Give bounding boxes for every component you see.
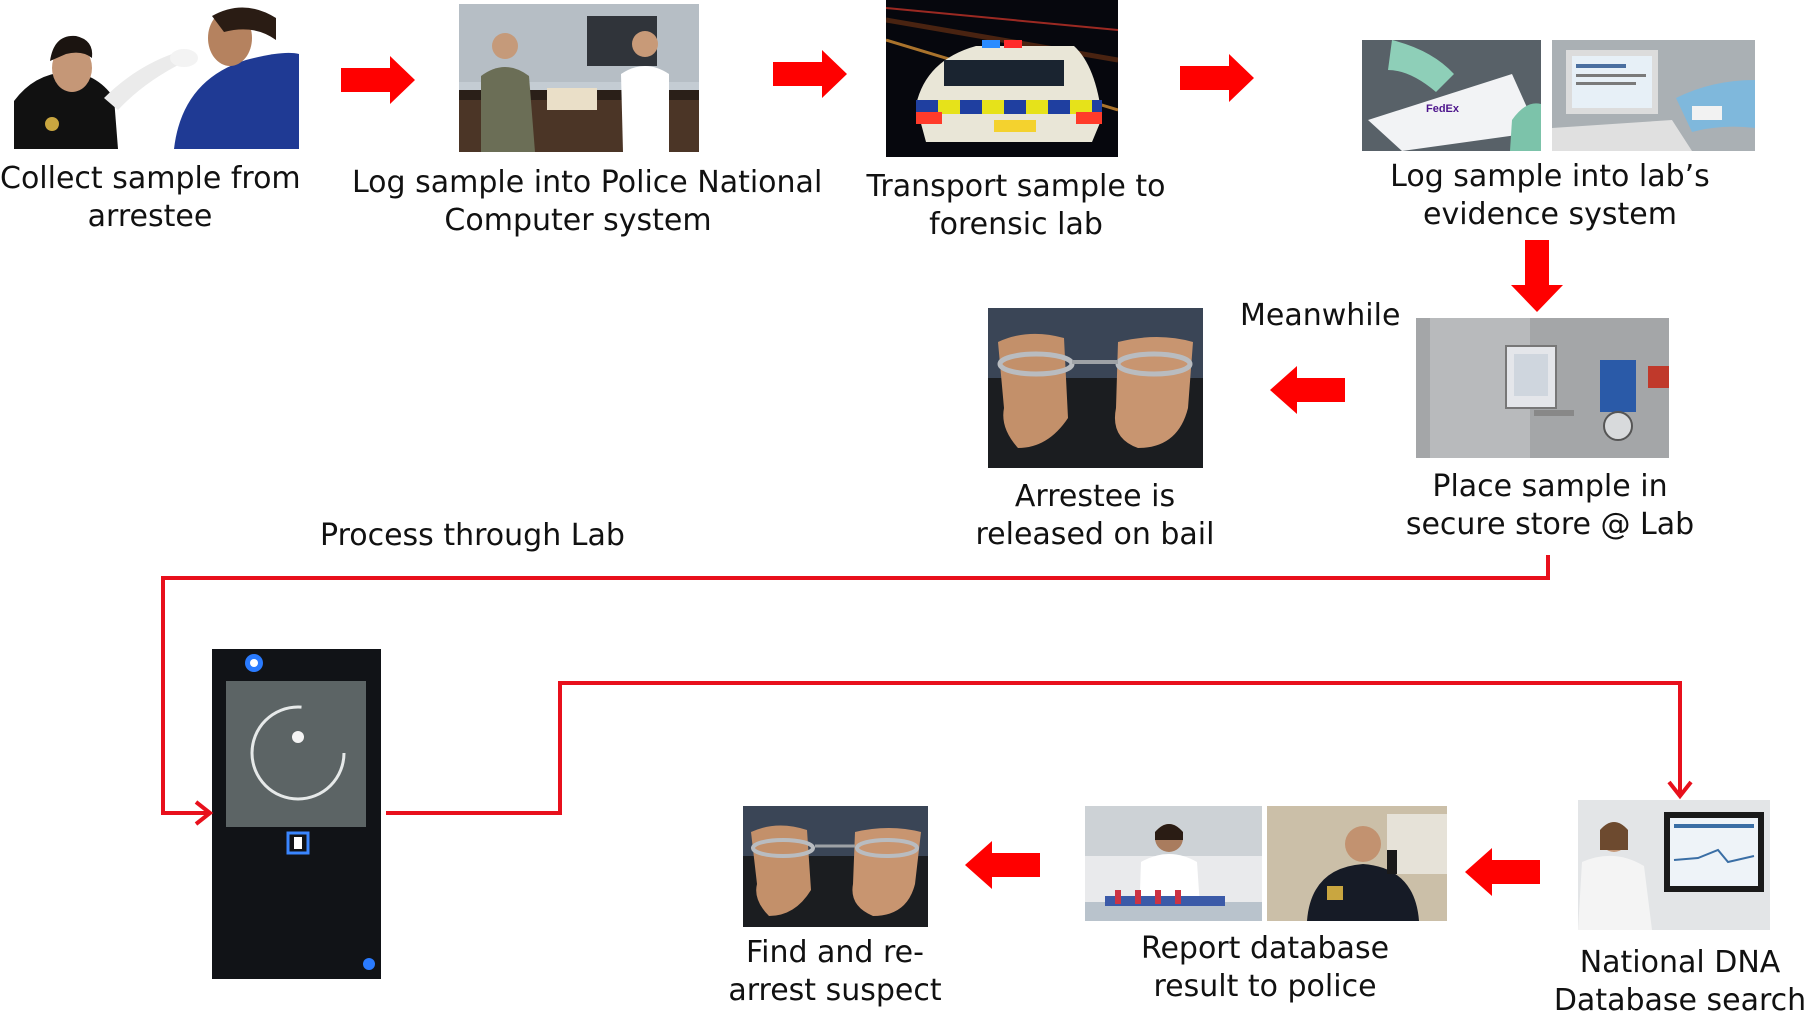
- connector-process-through-lab: [161, 555, 1550, 815]
- caption-bail-line1: Arrestee is: [1014, 479, 1176, 514]
- photo-handcuffs-bail: [988, 308, 1203, 468]
- arrow-right-2: [773, 50, 847, 98]
- caption-transport-line1: Transport sample to: [866, 169, 1166, 204]
- arrow-left-1: [1270, 366, 1345, 414]
- caption-bail: Arrestee is released on bail: [960, 478, 1230, 554]
- photo-dna-analyser: [212, 649, 381, 979]
- photo-handcuffs-rearrest: [743, 806, 928, 927]
- photo-dna-database-search: [1578, 800, 1770, 930]
- caption-log-pnc-line1: Log sample into Police National: [352, 165, 823, 200]
- caption-dna-search: National DNA Database search: [1545, 944, 1805, 1020]
- caption-rearrest-line2: arrest suspect: [728, 973, 942, 1008]
- caption-store-line1: Place sample in: [1432, 469, 1668, 504]
- photo-log-pnc: [459, 4, 699, 152]
- photo-scientist-phone: [1085, 806, 1262, 921]
- caption-rearrest: Find and re- arrest suspect: [715, 934, 955, 1010]
- photo-fedex-envelope: FedEx: [1362, 40, 1541, 151]
- arrow-down-1: [1511, 240, 1563, 312]
- caption-collect-line1: Collect sample from: [0, 161, 301, 196]
- caption-bail-line2: released on bail: [975, 517, 1215, 552]
- caption-log-lab-line1: Log sample into lab’s: [1390, 159, 1710, 194]
- caption-dna-search-line2: Database search: [1553, 983, 1805, 1018]
- connector-arrowhead-analyser: [194, 800, 214, 826]
- caption-dna-search-line1: National DNA: [1579, 945, 1781, 980]
- label-meanwhile: Meanwhile: [1240, 298, 1401, 333]
- arrow-right-3: [1180, 54, 1254, 102]
- caption-log-pnc: Log sample into Police National Computer…: [352, 164, 823, 240]
- photo-police-phone: [1267, 806, 1447, 921]
- photo-collect-sample: [14, 6, 299, 149]
- label-process-through-lab: Process through Lab: [320, 518, 625, 553]
- connector-to-database: [386, 681, 1682, 815]
- photo-police-car: [886, 0, 1118, 157]
- caption-log-lab-line2: evidence system: [1422, 197, 1677, 232]
- caption-report: Report database result to police: [1110, 930, 1420, 1006]
- caption-secure-store: Place sample in secure store @ Lab: [1385, 468, 1715, 544]
- arrow-left-2: [1465, 848, 1540, 896]
- caption-collect-sample: Collect sample from arrestee: [0, 160, 301, 236]
- caption-transport-line2: forensic lab: [929, 207, 1103, 242]
- caption-log-lab: Log sample into lab’s evidence system: [1380, 158, 1720, 234]
- caption-report-line1: Report database: [1140, 931, 1390, 966]
- caption-log-pnc-line2: Computer system: [444, 203, 712, 238]
- fedex-logo-text: FedEx: [1426, 103, 1460, 115]
- caption-collect-line2: arrestee: [87, 199, 213, 234]
- arrow-right-1: [341, 56, 415, 104]
- photo-lab-computer: [1552, 40, 1755, 151]
- caption-store-line2: secure store @ Lab: [1405, 507, 1695, 542]
- arrow-left-3: [965, 841, 1040, 889]
- connector-arrowhead-database: [1667, 780, 1693, 800]
- caption-transport: Transport sample to forensic lab: [860, 168, 1172, 244]
- photo-secure-store: [1416, 318, 1669, 458]
- caption-rearrest-line1: Find and re-: [746, 935, 924, 970]
- caption-report-line2: result to police: [1153, 969, 1377, 1004]
